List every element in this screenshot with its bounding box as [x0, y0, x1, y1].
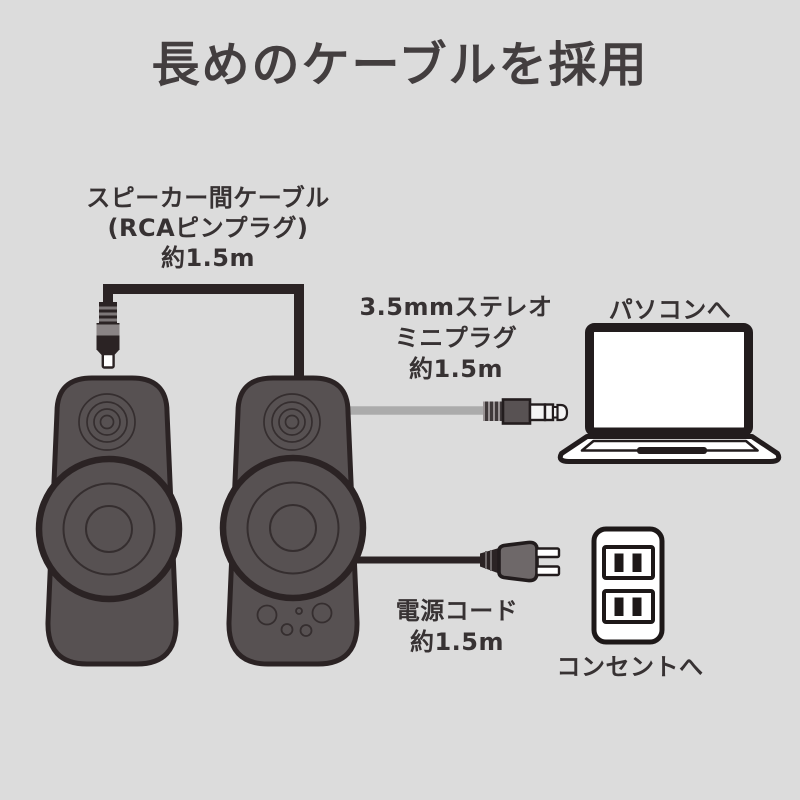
power-cord-label-line2: 約1.5m	[409, 628, 505, 656]
left-woofer-icon	[35, 455, 183, 603]
stereo-miniplug-label-line3: 約1.5m	[408, 355, 504, 383]
right-woofer-icon	[219, 454, 367, 602]
rca-cable	[103, 284, 304, 382]
right-tweeter-icon	[263, 393, 321, 451]
speaker-cable-label-line1: スピーカー間ケーブル	[86, 184, 330, 212]
left-speaker-icon	[35, 375, 183, 667]
speaker-cable-label-line3: 約1.5m	[160, 244, 256, 272]
stereo-miniplug-label-line1: 3.5mmステレオ	[359, 293, 553, 321]
speaker-control-buttons	[256, 602, 333, 637]
right-speaker-icon	[219, 375, 367, 667]
laptop-icon	[557, 323, 782, 464]
outlet-icon	[591, 526, 665, 645]
power-cord-label-line1: 電源コード	[395, 597, 519, 625]
speaker-cable-label: スピーカー間ケーブル (RCAピンプラグ) 約1.5m	[86, 183, 330, 273]
power-cord-label: 電源コード 約1.5m	[396, 596, 519, 658]
rca-pin-plug-icon	[96, 302, 120, 369]
stereo-miniplug-label-line2: ミニプラグ	[394, 324, 518, 352]
to-pc-label: パソコンへ	[608, 296, 732, 324]
power-plug-icon	[480, 540, 561, 583]
speaker-cable-label-line2: (RCAピンプラグ)	[107, 214, 309, 242]
left-tweeter-icon	[78, 393, 136, 451]
to-outlet-label: コンセントへ	[556, 653, 704, 681]
page-title: 長めのケーブルを採用	[151, 37, 649, 93]
stereo-miniplug-label: 3.5mmステレオ ミニプラグ 約1.5m	[359, 292, 552, 385]
stereo-miniplug-icon	[483, 398, 569, 425]
